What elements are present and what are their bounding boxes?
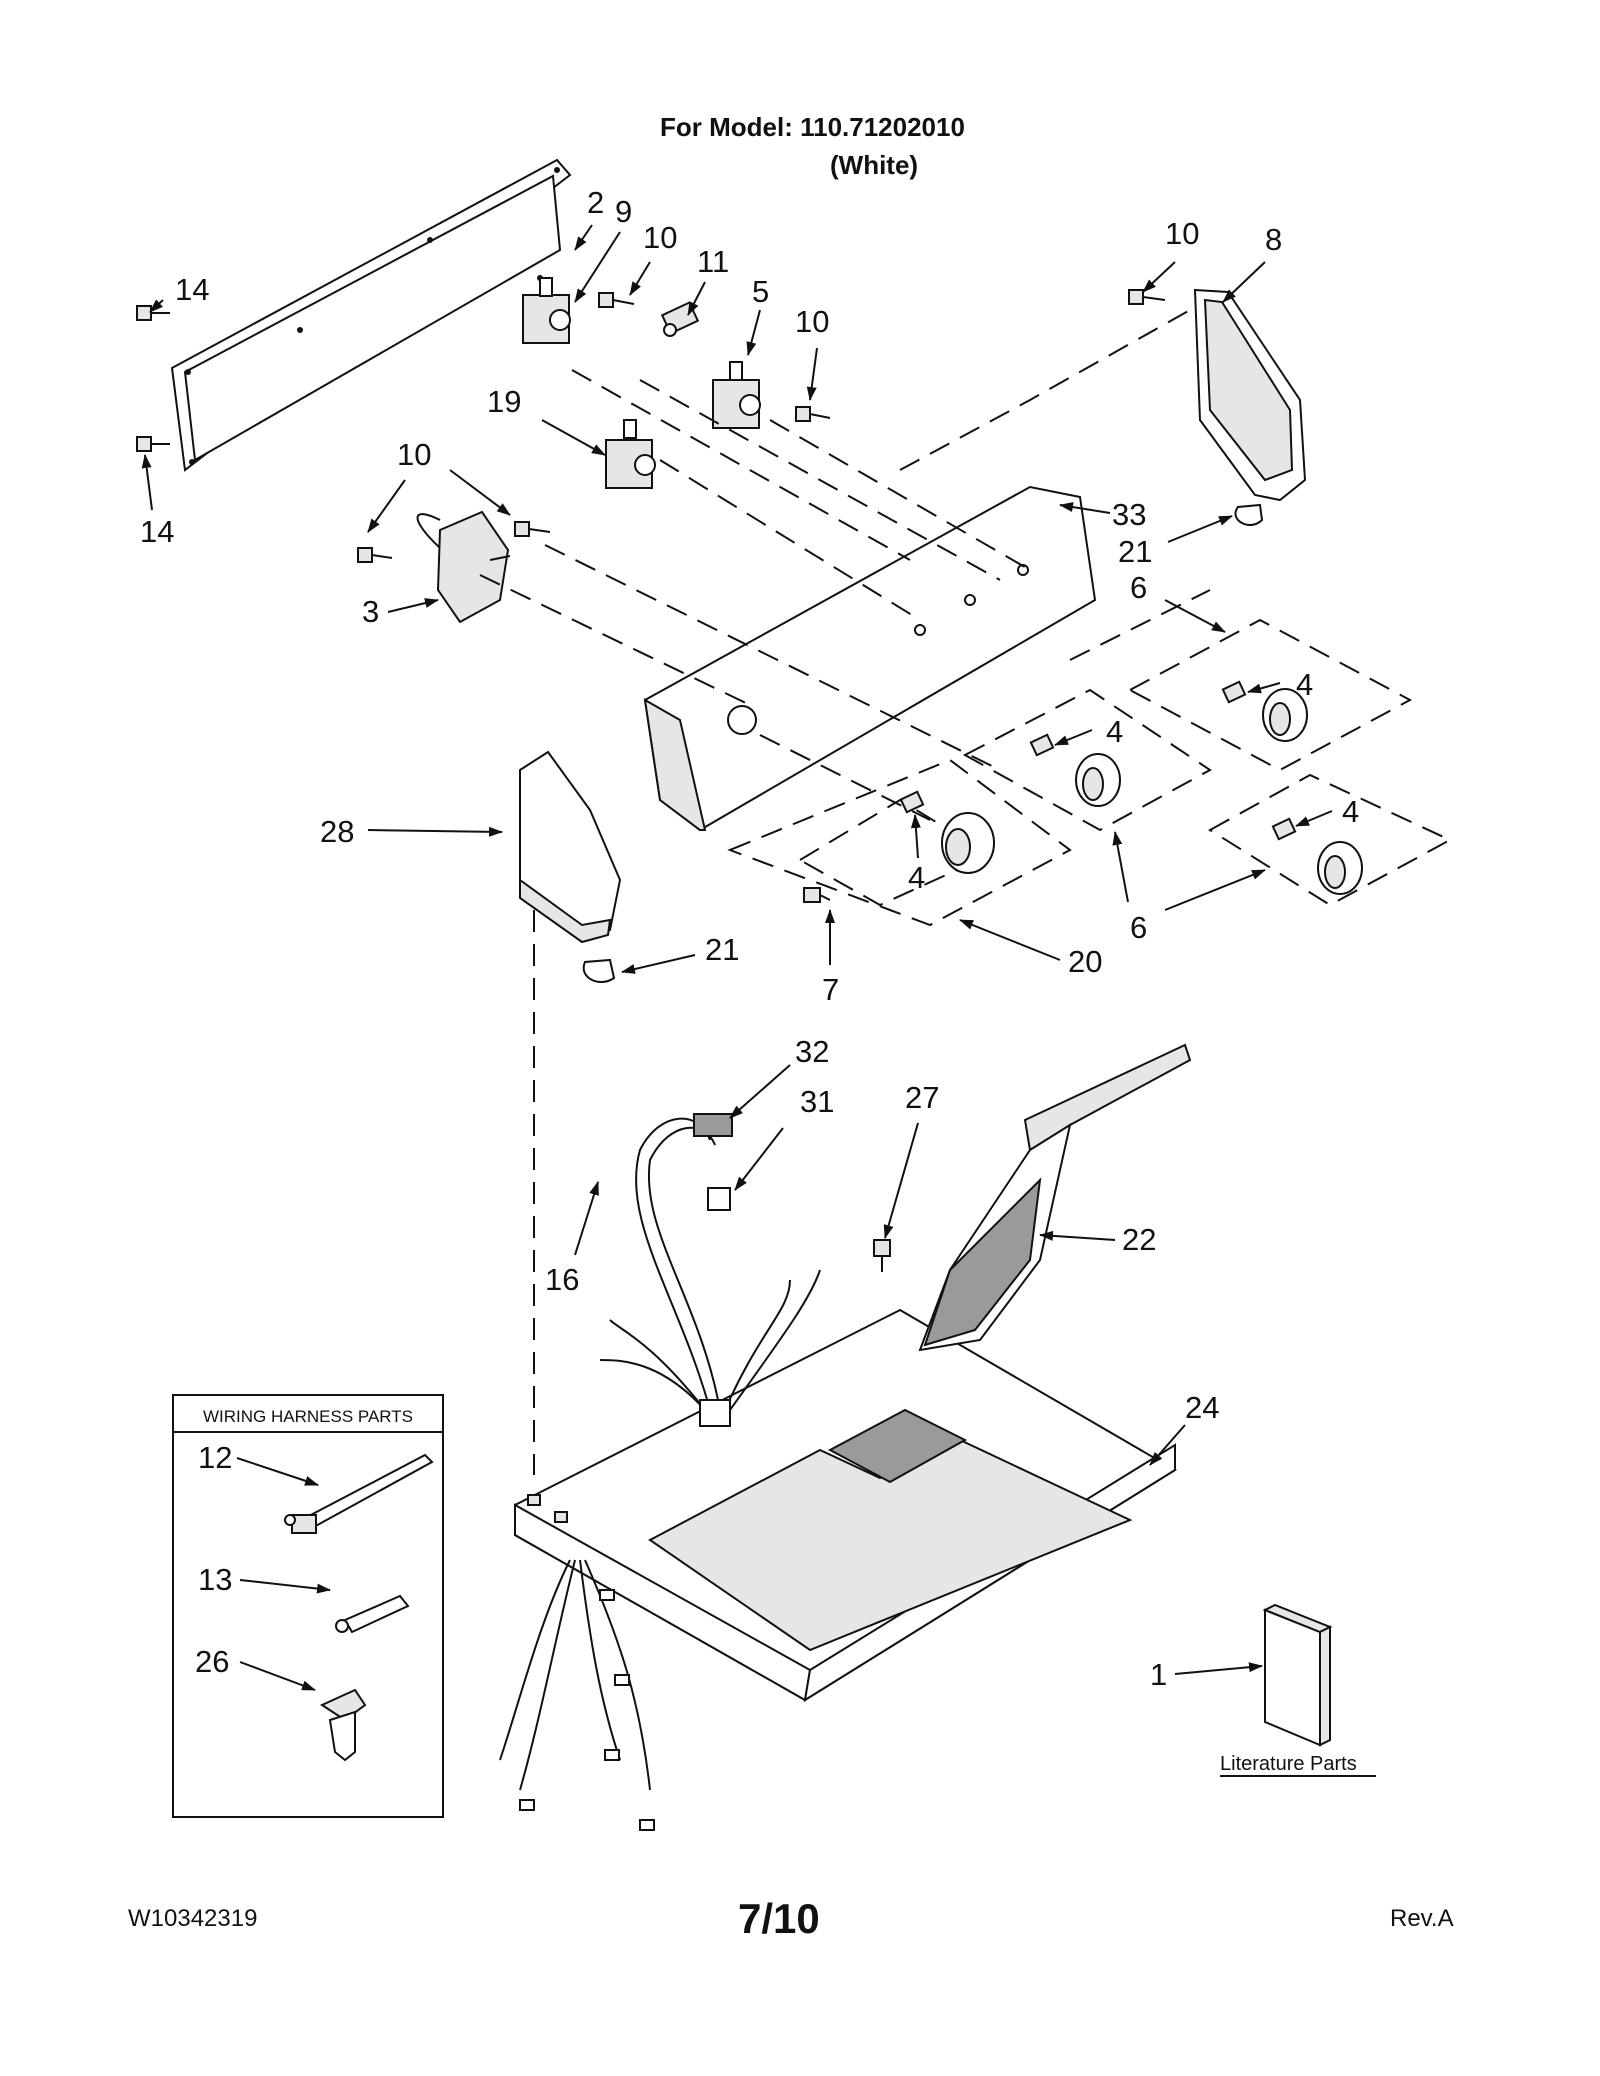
- model-title: For Model: 110.71202010: [660, 112, 965, 142]
- callout-24: 24: [1185, 1390, 1219, 1425]
- end-cap-8-part: [1193, 288, 1307, 502]
- callout-4-b: 4: [1106, 714, 1123, 749]
- screw-14-lower: [136, 436, 170, 452]
- callout-6-a: 6: [1130, 570, 1147, 605]
- model-color: (White): [830, 150, 919, 180]
- document-number: W10342319: [128, 1905, 258, 1932]
- callout-7: 7: [822, 972, 839, 1007]
- insert-4-d: [1271, 817, 1297, 841]
- end-cap-28-part: [519, 750, 622, 944]
- callout-14-a: 14: [175, 272, 209, 307]
- callout-4-d: 4: [908, 860, 925, 895]
- callout-19: 19: [487, 384, 521, 419]
- callout-2: 2: [587, 185, 604, 220]
- wiring-harness-parts-box: WIRING HARNESS PARTS: [172, 1394, 444, 1818]
- rear-panel-part: [170, 158, 572, 472]
- top-cover-24-part: [514, 1308, 1177, 1703]
- switch-9-part: [522, 277, 571, 344]
- callout-13: 13: [198, 1562, 232, 1597]
- callout-9: 9: [615, 194, 632, 229]
- insert-4-b: [1029, 733, 1055, 757]
- callout-21-a: 21: [1118, 534, 1152, 569]
- callout-3: 3: [362, 594, 379, 629]
- knob-6-upper-right: [1262, 688, 1308, 742]
- cable-tie-12-part: [284, 1453, 434, 1534]
- callout-1: 1: [1150, 1657, 1167, 1692]
- callout-5: 5: [752, 274, 769, 309]
- wire-harness-16-part: [599, 1113, 821, 1427]
- leader-arrows: [141, 224, 1333, 1691]
- callout-21-b: 21: [705, 932, 739, 967]
- clip-21-lower: [582, 958, 616, 983]
- insert-4-a: [899, 790, 925, 814]
- dashed-box-knob-left: [727, 758, 1072, 927]
- screw-10-e: [514, 521, 551, 537]
- screw-14-upper: [136, 305, 170, 321]
- console-33-part: [643, 485, 1097, 832]
- dashed-box-knob-mid: [962, 688, 1212, 832]
- screw-7-part: [803, 887, 831, 903]
- callout-8: 8: [1265, 222, 1282, 257]
- callout-33: 33: [1112, 497, 1146, 532]
- clip-26-part: [319, 1688, 367, 1762]
- callout-20: 20: [1068, 944, 1102, 979]
- assembly-lines: [479, 309, 1211, 1475]
- terminal-13-part: [335, 1594, 410, 1634]
- screw-10-b: [795, 406, 831, 422]
- callout-27: 27: [905, 1080, 939, 1115]
- callout-26: 26: [195, 1644, 229, 1679]
- knob-20-part: [941, 812, 995, 874]
- revision-label: Rev.A: [1390, 1905, 1454, 1932]
- screw-27-part: [873, 1239, 891, 1272]
- literature-parts-label: Literature Parts: [1220, 1753, 1357, 1775]
- insert-4-c: [1221, 680, 1247, 704]
- literature-1-part: [1262, 1603, 1333, 1747]
- callout-10-c: 10: [1165, 216, 1199, 251]
- callout-labels: 2 9 10 11 5 10 10 8 14 14 19 10 3 33 21 …: [140, 185, 1376, 1777]
- callout-10-d: 10: [397, 437, 431, 472]
- callout-11: 11: [697, 244, 729, 279]
- callout-28: 28: [320, 814, 354, 849]
- screw-10-d: [357, 547, 393, 563]
- screw-10-c: [1128, 289, 1166, 305]
- callout-22: 22: [1122, 1222, 1156, 1257]
- lint-duct-22-part: [918, 1043, 1192, 1352]
- clip-21-upper: [1234, 503, 1264, 526]
- callout-4-a: 4: [1296, 667, 1313, 702]
- harness-lower-wires: [499, 1559, 655, 1831]
- callout-31: 31: [800, 1084, 834, 1119]
- callout-4-c: 4: [1342, 794, 1359, 829]
- callout-14-b: 14: [140, 514, 174, 549]
- wiring-box-title: WIRING HARNESS PARTS: [203, 1407, 413, 1426]
- knob-6-mid: [1075, 753, 1121, 807]
- page-number: 7/10: [738, 1895, 820, 1942]
- callout-32: 32: [795, 1034, 829, 1069]
- dashed-box-knob-lower-right: [1208, 773, 1453, 907]
- callout-12: 12: [198, 1440, 232, 1475]
- callout-6-b: 6: [1130, 910, 1147, 945]
- callout-10-a: 10: [643, 220, 677, 255]
- callout-10-b: 10: [795, 304, 829, 339]
- knob-6-lower-right: [1317, 841, 1363, 895]
- switch-5-part: [712, 361, 761, 429]
- screw-10-a: [598, 292, 635, 308]
- switch-19-part: [605, 419, 656, 489]
- callout-16: 16: [545, 1262, 579, 1297]
- timer-3-part: [416, 510, 511, 624]
- dashed-box-knob-upper-right: [1127, 618, 1413, 772]
